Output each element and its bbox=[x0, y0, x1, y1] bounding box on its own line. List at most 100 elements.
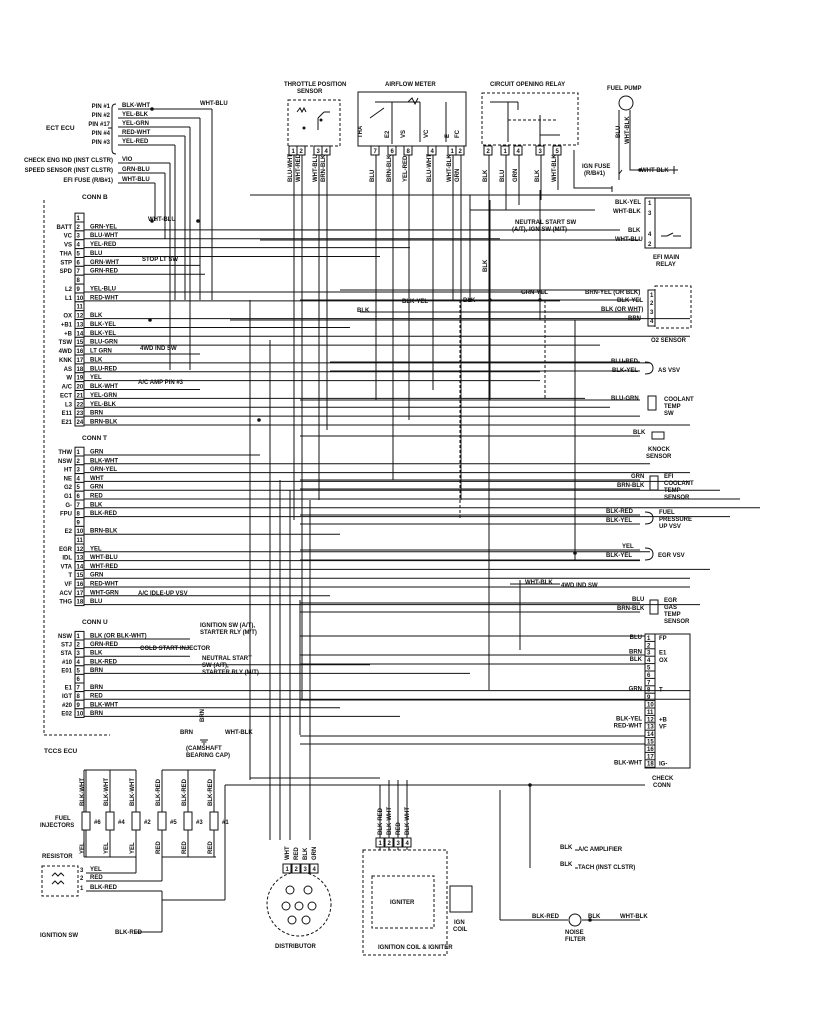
conn-b-label: CONN B bbox=[82, 194, 108, 201]
wire-color: BRN-BLK bbox=[90, 420, 118, 426]
efi-cts-title-3: TEMP bbox=[664, 488, 681, 494]
top-input-wire: VIO bbox=[122, 157, 133, 163]
wire-color: BLK-WHT bbox=[90, 458, 118, 464]
pin-signal: THG bbox=[59, 600, 72, 606]
pin-number: 1 bbox=[451, 149, 455, 155]
pin-number: 3 bbox=[77, 468, 81, 474]
tps-title-1: THROTTLE POSITION bbox=[284, 82, 346, 88]
efi-cts-title-2: COOLANT bbox=[664, 481, 694, 487]
nf-title-1: NOISE bbox=[565, 930, 584, 936]
pin-signal: G1 bbox=[64, 494, 73, 500]
wire-color: BLU bbox=[90, 251, 102, 257]
wire-color: BLK (OR BLK-WHT) bbox=[90, 634, 147, 640]
wire-color: BLK bbox=[90, 502, 103, 508]
injector-top-wire: BLK-RED bbox=[182, 778, 188, 806]
conn-t-label: CONN T bbox=[82, 435, 107, 442]
pin-number: 6 bbox=[391, 149, 395, 155]
pin-number: 7 bbox=[77, 269, 81, 275]
pin-signal: NSW bbox=[58, 459, 72, 465]
efi-relay-wire: BLK bbox=[628, 228, 641, 234]
pin-box bbox=[552, 145, 562, 156]
wire-color: BLU bbox=[370, 170, 376, 182]
pin-number: 15 bbox=[77, 573, 84, 579]
check-pin-wire: BLU bbox=[630, 635, 642, 641]
pin-box bbox=[300, 863, 310, 874]
note-ign-sw: IGNITION SW (A/T), bbox=[200, 623, 255, 629]
resistor-wire: RED bbox=[90, 875, 103, 881]
injector-bottom-wire: YEL bbox=[104, 842, 110, 854]
injector-bottom-wire: YEL bbox=[130, 842, 136, 854]
fpu-vsv-wire: BLK-YEL bbox=[606, 518, 632, 524]
ect-wire: YEL-RED bbox=[122, 139, 149, 145]
egr-vsv-wire: YEL bbox=[622, 544, 634, 550]
pin-box bbox=[296, 145, 306, 156]
wire-color: GRN-WHT bbox=[90, 260, 119, 266]
check-pin-wire: BRN bbox=[629, 650, 642, 656]
check-pin-number: 5 bbox=[647, 666, 651, 672]
check-pin-signal: VF bbox=[659, 725, 667, 731]
afm-terminal: VS bbox=[401, 130, 407, 138]
knock-title-1: KNOCK bbox=[648, 447, 671, 453]
tach-wire: BLK bbox=[560, 862, 573, 868]
efi-main-relay: 1 3 4 2 BLK-YEL WHT-BLK BLK WHT-BLU NEUT… bbox=[512, 197, 692, 268]
pin-box bbox=[370, 145, 380, 156]
cam-wht-blk-wire: WHT-BLK bbox=[225, 730, 253, 736]
check-conn-title-1: CHECK bbox=[652, 776, 674, 782]
injector-icon bbox=[81, 811, 91, 831]
pin-signal: +B1 bbox=[61, 322, 73, 328]
wire-color: RED bbox=[294, 847, 300, 860]
o2-feed-wire: GRN-YEL bbox=[521, 290, 548, 296]
efi-relay-pin: 4 bbox=[648, 232, 652, 238]
pin-signal: STJ bbox=[61, 643, 72, 649]
as-vsv-wire: BLU-RED bbox=[611, 359, 639, 365]
note-nsw-3: STARTER RLY (M/T) bbox=[202, 670, 259, 676]
coil-label-1: IGN bbox=[454, 920, 465, 926]
pin-signal: VC bbox=[64, 234, 73, 240]
pin-number: 4 bbox=[77, 660, 81, 666]
pin-signal: THW bbox=[58, 450, 72, 456]
check-pin-number: 10 bbox=[647, 703, 654, 709]
wire-color: BLK bbox=[90, 651, 103, 657]
pin-number: 7 bbox=[374, 149, 378, 155]
egr-temp-title-4: SENSOR bbox=[664, 619, 690, 625]
wire-color: BLU-WHT bbox=[90, 233, 118, 239]
wire-color: BLU-WHT bbox=[427, 154, 433, 182]
injector-number: #5 bbox=[170, 820, 177, 826]
efi-cts-title-1: EFI bbox=[664, 474, 674, 480]
wire-color: BLK-WHT bbox=[405, 807, 411, 835]
ect-pin: PIN #4 bbox=[92, 131, 111, 137]
ac-amp-wire: BLK bbox=[560, 845, 573, 851]
check-pin-number: 1 bbox=[647, 636, 651, 642]
pin-number: 12 bbox=[77, 314, 84, 320]
o2-wire: BRN-YEL (OR BLK) bbox=[585, 290, 640, 296]
pin-number: 2 bbox=[459, 149, 463, 155]
pin-number: 4 bbox=[325, 149, 329, 155]
wire-color: BLU bbox=[90, 599, 102, 605]
efi-relay-wire: WHT-BLU bbox=[615, 237, 643, 243]
noise-filter-icon bbox=[568, 913, 582, 927]
pin-number: 18 bbox=[77, 367, 84, 373]
pin-number: 8 bbox=[77, 694, 81, 700]
pin-box bbox=[455, 145, 465, 156]
pin-signal: W bbox=[66, 376, 72, 382]
resistor-title: RESISTOR bbox=[42, 854, 73, 860]
pin-number: 15 bbox=[77, 340, 84, 346]
top-input-label: EFI FUSE (R/B#1) bbox=[63, 178, 113, 184]
pin-signal: FPU bbox=[60, 512, 72, 518]
cor-down-wire: BLK bbox=[483, 259, 489, 272]
pin-signal: STA bbox=[60, 651, 72, 657]
pin-number: 10 bbox=[77, 711, 84, 717]
pin-box bbox=[393, 837, 403, 848]
tccs-ecu: CONN B CONN T CONN U TCCS ECU STOP LT SW… bbox=[43, 194, 259, 759]
check-pin-number: 8 bbox=[647, 688, 651, 694]
knock-wire: BLK bbox=[633, 430, 646, 436]
pin-signal: TSW bbox=[59, 340, 73, 346]
cam-label-2: BEARING CAP) bbox=[186, 753, 230, 759]
injector-number: #1 bbox=[222, 820, 229, 826]
injector-bottom-wire: RED bbox=[156, 841, 162, 854]
pin-signal: NE bbox=[64, 476, 72, 482]
pin-signal: E11 bbox=[62, 411, 73, 417]
coil-label-2: COIL bbox=[453, 927, 468, 933]
pin-signal: A/C bbox=[62, 385, 73, 391]
